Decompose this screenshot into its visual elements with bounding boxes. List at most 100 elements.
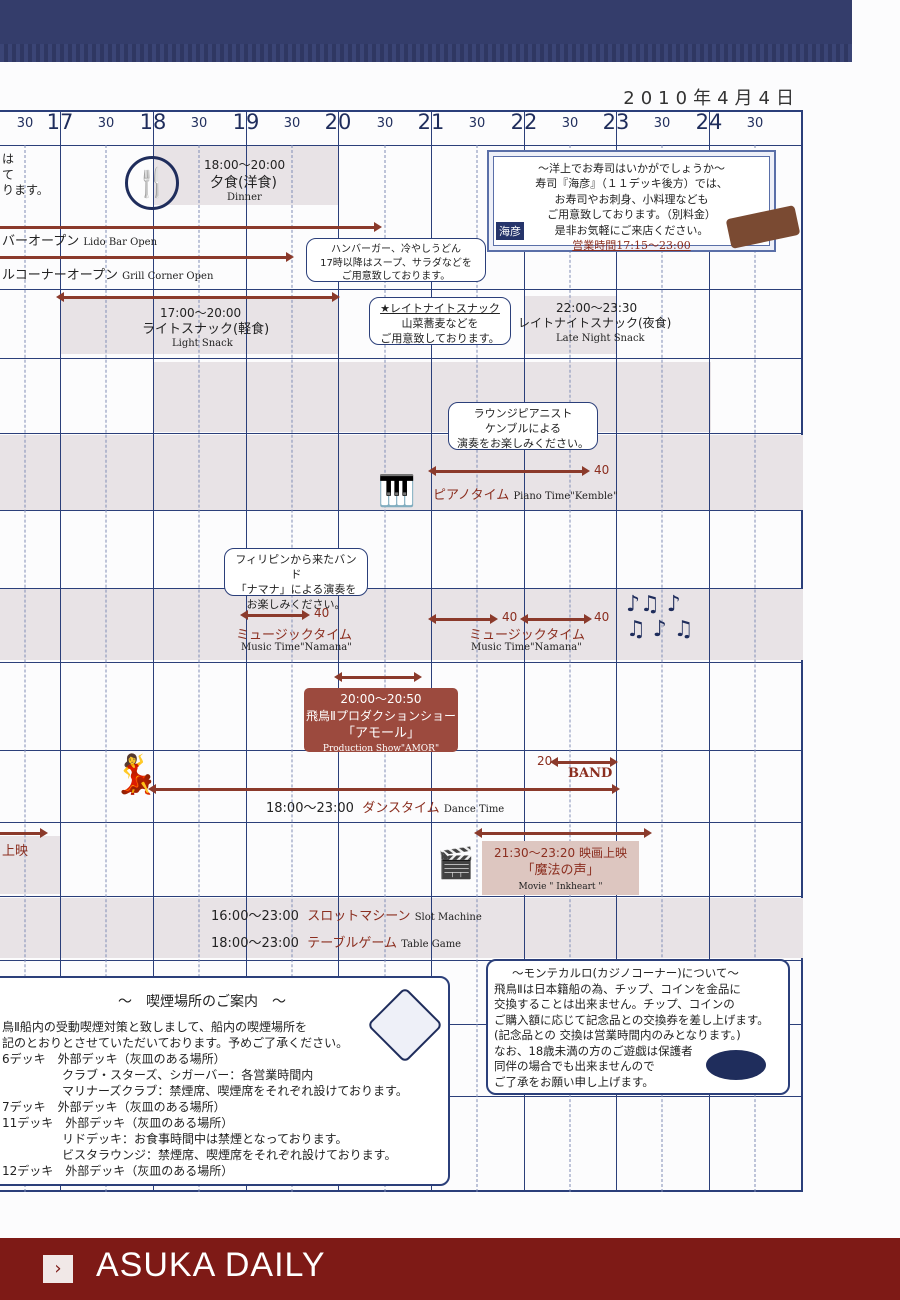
grid-column-line — [569, 145, 571, 1192]
grid-column-line — [754, 145, 756, 1192]
grid-column-line — [24, 145, 26, 1192]
light-snack-title: ライトスナック(軽食) — [142, 322, 270, 337]
music2-en: Music Time"Namana" — [471, 642, 582, 653]
grid-column-line — [524, 110, 525, 1192]
light-snack-en: Light Snack — [172, 338, 233, 349]
date-label: 2010年4月4日 — [623, 88, 800, 109]
grid-column-line — [709, 110, 710, 1192]
music2-duration-a: 40 — [502, 610, 518, 624]
footer-bar — [0, 1238, 900, 1300]
lounge-band-2 — [0, 435, 803, 510]
grid-line — [0, 433, 803, 434]
sushi-logo: 海彦 — [496, 222, 524, 240]
grid-column-line — [431, 110, 432, 1192]
smoking-notice — [0, 976, 450, 1186]
music1-title: ミュージックタイム — [236, 628, 352, 643]
piano-label: ピアノタイム Piano Time"Kemble" — [433, 488, 618, 503]
pianist-bubble: ラウンジピアニストケンブルによる演奏をお楽しみください。 — [448, 402, 598, 450]
sushi-notice: 〜洋上でお寿司はいかがでしょうか〜 寿司『海彦』（１１デッキ後方）では、 お寿司… — [493, 156, 770, 252]
hour-label: 30 — [190, 116, 208, 131]
music-band — [0, 588, 803, 660]
late-snack-en: Late Night Snack — [556, 333, 645, 344]
grid-line — [0, 145, 803, 146]
grid-column-line — [291, 145, 293, 1192]
grid-line — [0, 358, 803, 359]
grill-arrow — [0, 252, 294, 262]
grid-column-line — [198, 145, 200, 1192]
music1-arrow — [240, 610, 310, 620]
production-show-box: 20:00〜20:50 飛鳥Ⅱプロダクションショー 「アモール」 Product… — [304, 688, 458, 754]
hour-label: 30 — [561, 116, 579, 131]
band-arrow — [550, 757, 618, 767]
show-arrow — [334, 672, 422, 682]
hour-label: 30 — [97, 116, 115, 131]
music2-arrow-b — [520, 614, 592, 624]
grid-line — [0, 960, 803, 961]
sushi-line-2: 寿司『海彦』（１１デッキ後方）では、 — [535, 177, 728, 191]
lido-arrow — [0, 222, 382, 232]
grid-column-line — [476, 145, 478, 1192]
hour-label: 30 — [468, 116, 486, 131]
movie-left-label: 上映 — [2, 844, 29, 859]
hour-label: 30 — [746, 116, 764, 131]
chevron-right-icon: › — [43, 1255, 73, 1283]
casino-chips-icon — [706, 1050, 766, 1080]
clapper-icon: 🎬 — [437, 846, 475, 881]
hour-label: 30 — [653, 116, 671, 131]
grid-line — [0, 588, 803, 589]
smoking-body: 鳥Ⅱ船内の受動喫煙対策と致しまして、船内の喫煙場所を 記のとおりとさせていただい… — [2, 1020, 408, 1178]
band-label: BAND — [568, 766, 613, 781]
band-duration: 20 — [537, 754, 553, 768]
casino-body: 〜モンテカルロ(カジノコーナー)について〜 飛鳥Ⅱは日本籍船の為、チップ、コイン… — [494, 966, 769, 1089]
sushi-line-5: 是非お気軽にご来店ください。 — [554, 223, 709, 237]
grid-column-line — [105, 145, 107, 1192]
movie-box: 21:30〜23:20 映画上映 「魔法の声」 Movie " Inkheart… — [482, 841, 639, 895]
music1-duration: 40 — [314, 606, 330, 620]
light-snack-time: 17:00〜20:00 — [160, 306, 242, 320]
smoking-title: 〜 喫煙場所のご案内 〜 — [118, 994, 286, 1010]
grid-line — [0, 510, 803, 511]
dance-arrow — [148, 784, 620, 794]
music-notes-icon: ♪♫ ♪♫ ♪ ♫ — [626, 592, 694, 642]
grid-column-line — [661, 145, 663, 1192]
hour-label: 30 — [16, 116, 34, 131]
grid-column-line — [153, 110, 154, 1192]
piano-arrow — [428, 466, 590, 476]
grid-column-line — [384, 145, 386, 1192]
dinner-time: 18:00〜20:00 — [204, 158, 286, 172]
grid-line — [0, 896, 803, 897]
piano-duration: 40 — [594, 463, 610, 477]
slot-band — [0, 898, 803, 958]
grid-column-line — [338, 110, 339, 1192]
hour-label: 30 — [283, 116, 301, 131]
music2-arrow-a — [428, 614, 498, 624]
band-bubble: フィリピンから来たバンド「ナマナ」による演奏をお楽しみください。 — [224, 548, 368, 611]
hour-label: 30 — [376, 116, 394, 131]
grid-column-line — [60, 110, 61, 1192]
table-game-label: 18:00〜23:00 テーブルゲーム Table Game — [211, 936, 462, 951]
grid-column-line — [246, 110, 247, 1192]
fork-knife-icon: 🍴 — [125, 156, 179, 210]
footer-title: ASUKA DAILY — [96, 1246, 326, 1284]
dinner-band — [153, 145, 338, 205]
late-snack-bubble: ★レイトナイトスナック山菜蕎麦などをご用意致しております。 — [369, 297, 511, 345]
music2-title: ミュージックタイム — [469, 628, 585, 643]
sushi-line-4: ご用意致しております。（別料金） — [547, 208, 716, 222]
piano-icon: 🎹 — [378, 474, 416, 509]
sushi-line-3: お寿司やお刺身、小料理なども — [554, 192, 709, 206]
grid-line — [0, 822, 803, 823]
lounge-band-1 — [153, 362, 711, 432]
dinner-en: Dinner — [227, 192, 262, 203]
lido-label: バーオープン Lido Bar Open — [2, 234, 158, 249]
sushi-hours: 営業時間17:15〜23:00 — [572, 238, 691, 252]
movie-left-arrow — [0, 828, 48, 838]
dinner-left-text: は て ります。 — [2, 152, 49, 198]
music1-en: Music Time"Namana" — [241, 642, 352, 653]
grill-label: ルコーナーオープン Grill Corner Open — [2, 268, 214, 283]
grid-column-line — [616, 110, 617, 1192]
movie-band-left — [0, 836, 60, 894]
grid-line — [0, 662, 803, 663]
late-snack-time: 22:00〜23:30 — [556, 301, 638, 315]
slot-label: 16:00〜23:00 スロットマシーン Slot Machine — [211, 909, 482, 924]
